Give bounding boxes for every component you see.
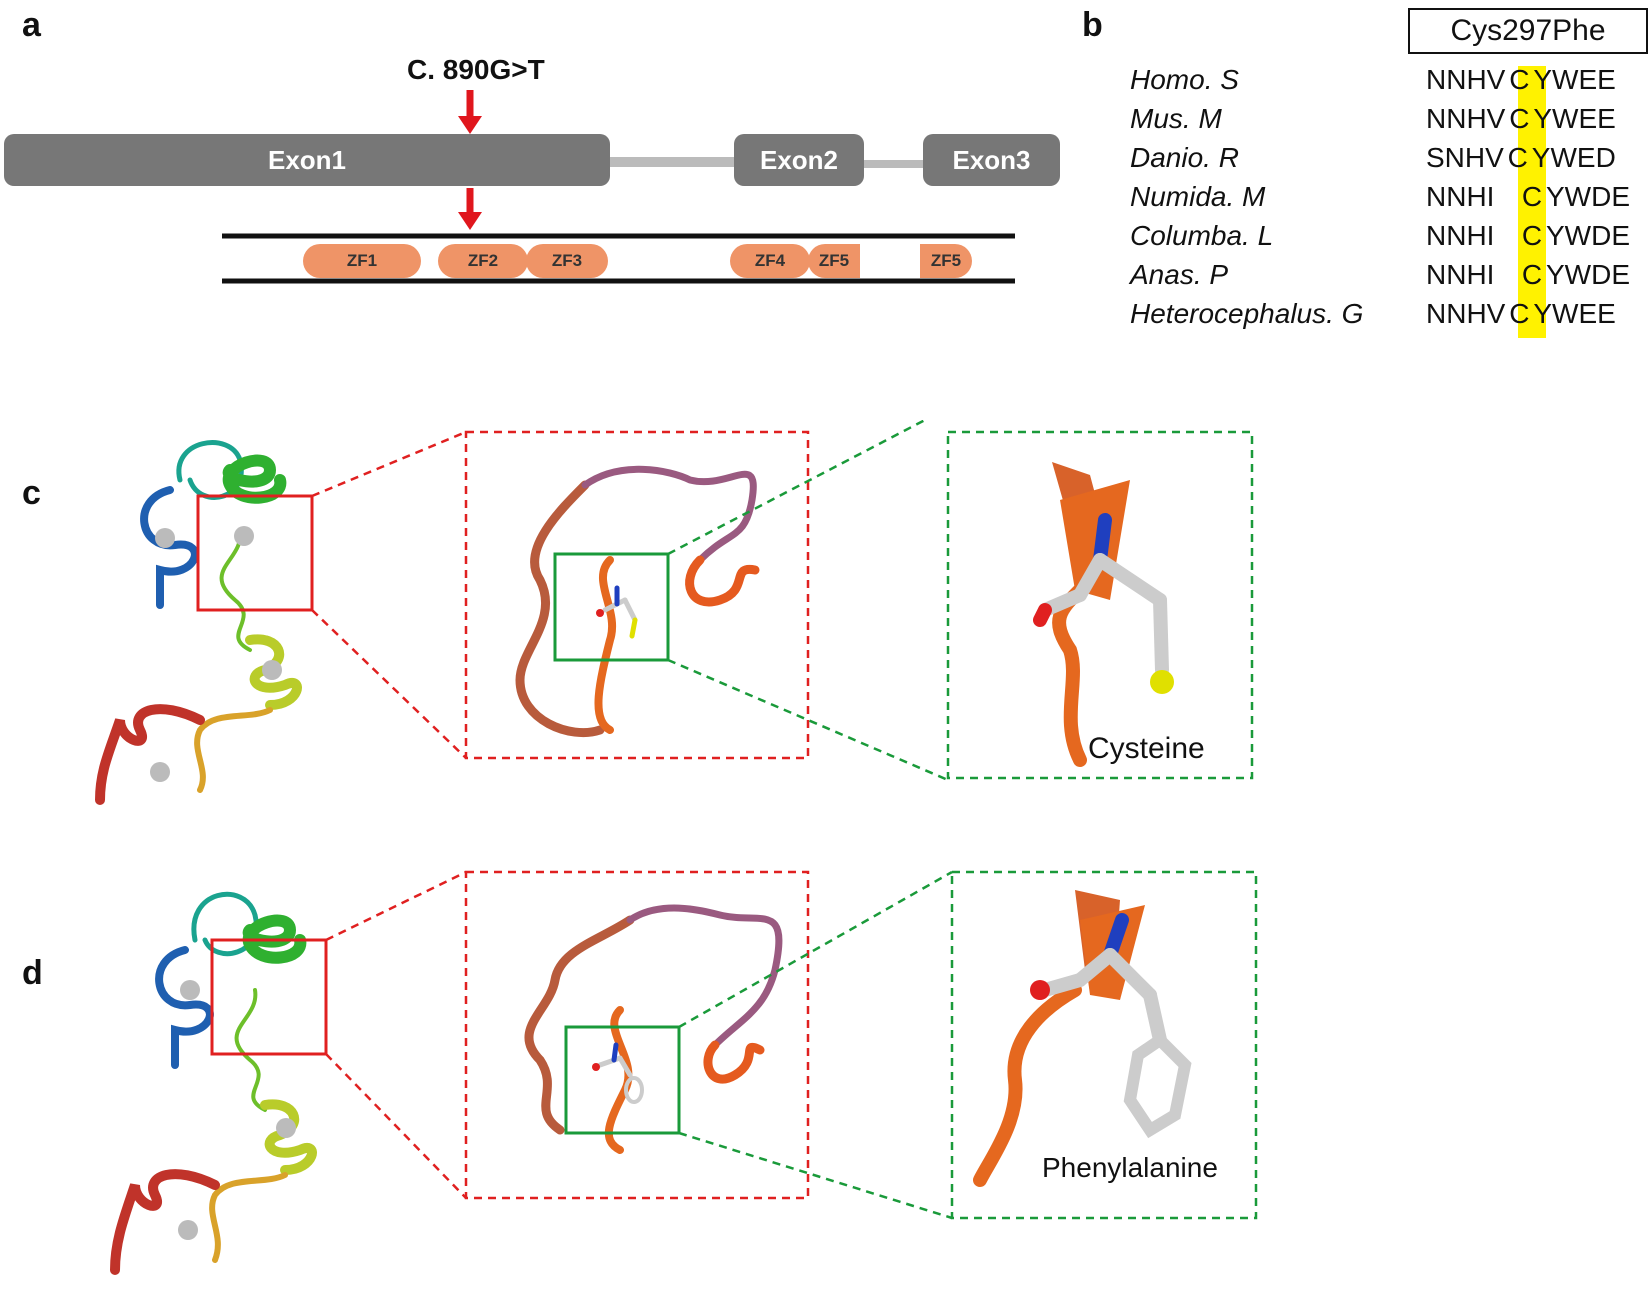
zoom-guide-red-bottom [311,609,467,759]
panel-label-c: c [22,474,41,512]
panel-label-d: d [22,954,43,992]
phenylalanine-stick-large [973,890,1192,1187]
species-label: Columba. L [1130,220,1274,251]
zinc-finger-1: ZF1 [303,244,421,278]
zoom-box-red-large [464,430,810,760]
zoom-box-red-large [464,870,810,1200]
wild-type-residue-label: Cysteine [1088,732,1205,765]
zoomed-loop-ribbon [515,465,760,738]
structure-panel-c [95,420,1254,805]
zoom-guide-red-top [325,870,467,942]
species-label: Numida. M [1130,181,1266,212]
species-label: Homo. S [1130,64,1239,95]
structure-panel-d [110,870,1258,1275]
gene-diagram [222,90,1015,284]
zoom-box-green-large [950,870,1258,1220]
mutation-arrow-head-bottom [458,212,482,230]
mutation-arrow-head-top [458,116,482,134]
species-label: Heterocephalus. G [1130,298,1364,329]
species-label: Mus. M [1130,103,1222,134]
zinc-finger-3: ZF3 [526,244,608,278]
zoom-guide-green-top [667,420,928,556]
panel-label-b: b [1082,6,1103,44]
panel-label-a: a [22,6,41,44]
intron-line-1 [608,157,738,167]
zoom-guide-green-bottom [667,658,949,782]
conserved-residue-highlight [1518,66,1546,338]
cysteine-stick-small [596,585,638,639]
species-label: Anas. P [1130,259,1229,290]
mutation-label: C. 890G>T [407,54,545,85]
exon-3: Exon3 [923,134,1060,186]
zoom-box-red-small [210,938,328,1056]
zinc-finger-5a: ZF5 [808,244,860,278]
zoom-box-green-small [553,552,670,662]
exon-2: Exon2 [734,134,864,186]
zinc-finger-4: ZF4 [730,244,810,278]
zoom-box-green-small [564,1025,681,1135]
intron-line-2 [863,160,925,168]
zinc-finger-2: ZF2 [438,244,528,278]
phenylalanine-stick-small [592,1042,644,1104]
cysteine-stick-large [1033,462,1174,767]
zoom-guide-green-bottom [678,1131,953,1220]
zoom-guide-red-top [311,430,467,498]
zoom-guide-red-bottom [325,1053,467,1199]
zoom-guide-green-top [678,870,953,1029]
exon-1: Exon1 [4,134,610,186]
zinc-finger-5b: ZF5 [920,244,972,278]
species-label: Danio. R [1130,142,1239,173]
mutant-residue-label: Phenylalanine [1042,1152,1218,1183]
zoom-box-green-large [946,430,1254,780]
mutation-box: Cys297Phe [1408,8,1648,54]
zoom-box-red-small [196,494,314,612]
